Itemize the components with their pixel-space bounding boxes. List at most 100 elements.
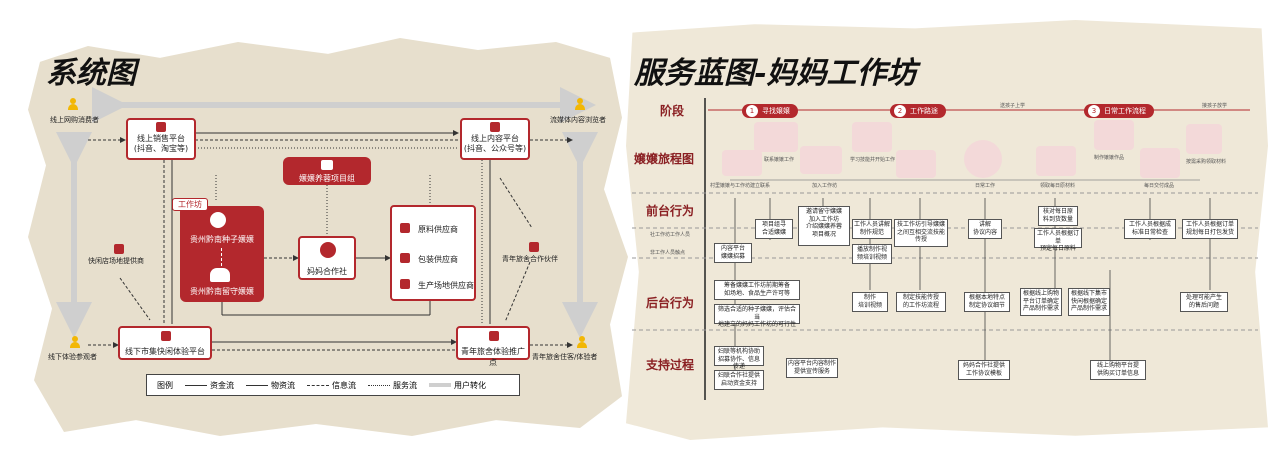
journey-illustration-1 [722,150,762,176]
venue-supplier-label: 生产场地供应商 [418,281,474,290]
legend-goods: 物资流 [246,380,295,391]
journey-illustration-3 [800,146,842,174]
row-label-back: 后台行为 [646,296,695,310]
chef-icon [321,160,333,170]
front-note-2: 项目组寻 合适嬢嬢 [755,219,793,239]
front-note-7: 核对每日原 料到货数量 [1038,206,1078,226]
journey-illustration-4 [852,122,892,152]
group-icon [210,268,230,282]
support-note-2: 妇联合作社提供 启动资金支持 [714,370,764,390]
offline-market-label: 线下市集快闲体验平台 [125,347,205,356]
row-label-front: 前台行为 [646,204,695,218]
front-note-5: 技工作坊引导嬢嬢 之间互相交流技能 传授 [894,219,948,247]
hostel-coop-label: 青年旅舍合作伙伴 [502,255,558,263]
coop-icon [320,242,336,258]
front-note-8: 工作人员根据订单 预定每日原料 [1034,228,1082,252]
hostel-guest-icon [577,336,587,348]
online-content-box: 线上内容平台 (抖音、公众号等) [460,118,530,160]
legend-money: 资金流 [185,380,234,391]
system-diagram-title: 系统图 [46,56,136,91]
journey-caption-4: 学习技能并开始工作 [850,157,896,163]
row-label-support: 支持过程 [646,358,695,372]
mama-icon [210,212,226,228]
left-behind-mama-label: 贵州黔南留守嬢嬢 [190,287,254,296]
offline-market-box: 线下市集快闲体验平台 [118,326,212,360]
legend: 图例 资金流 物资流 信息流 服务流 用户转化 [146,374,520,396]
media-viewer-icon [575,98,585,110]
online-content-label: 线上内容平台 (抖音、公众号等) [463,134,527,153]
journey-illustration-5 [896,150,936,178]
journey-illustration-6 [964,140,1002,178]
support-note-1: 妇联等机构协助 招募协作、信息传递 [714,346,764,370]
row-label-stage: 阶段 [660,104,685,118]
project-group-label: 嬢嬢养蓉项目组 [299,174,355,183]
online-consumer-label: 线上网购消费者 [50,116,99,124]
legend-service: 服务流 [368,380,417,391]
front-note-3: 邀请留守嬢嬢 加入工作坊 介绍嬢嬢养蓉 项目概况 [798,206,850,246]
house-icon [400,279,410,289]
legend-user: 用户转化 [429,380,486,391]
front-note-9: 工作人员根据成 标准日常检查 [1124,219,1176,239]
journey-caption-8: 每日交付成品 [1144,183,1175,189]
online-consumer-icon [68,98,78,110]
front-note-1: 内容平台 嬢嬢招募 [714,243,752,263]
legend-title: 图例 [157,380,173,390]
coop-label: 妈妈合作社 [307,267,347,276]
material-icon [400,223,410,233]
journey-caption-2: 联系嬢嬢工作 [764,157,795,163]
hostel-guest-label: 青年旅舍住客/体验者 [532,353,598,361]
online-sales-label: 线上销售平台 (抖音、淘宝等) [133,134,189,153]
lane-note-1: 社工作坊工作人员 [650,232,691,238]
row-label-journey: 嬢嬢旅程图 [634,152,695,166]
journey-illustration-7 [1036,146,1076,176]
factory-icon [400,253,410,263]
journey-illustration-10 [1186,124,1222,154]
hostel-coop-icon [529,236,539,255]
journey-caption-3: 加入工作坊 [812,183,838,189]
back-note-6: 根据线上购物 平台订单确定 产品制作需求 [1020,288,1062,316]
stage-note-a: 送孩子上学 [1000,103,1026,109]
suppliers-box: 原料供应商 包装供应商 生产场地供应商 [390,205,476,301]
phone-icon [156,122,166,132]
blueprint-title: 服务蓝图-妈妈工作坊 [634,56,917,91]
journey-caption-1: 村里嬢嬢与工作坊建立联系 [710,183,771,189]
support-note-4: 妈妈合作社提供 工作协议模板 [958,360,1010,380]
market-icon [161,331,171,341]
back-note-2: 筛选合适的种子嬢嬢，评估合当 地建立的妈妈工作坊的可行性 [714,304,800,328]
lane-note-2: 非工作人员触点 [650,250,686,256]
support-note-3: 内容平台内容制作 提供宣传服务 [786,358,838,378]
media-viewer-label: 流媒体内容浏览者 [550,116,606,124]
offline-visitor-icon [70,336,80,348]
video-icon [490,122,500,132]
workshop-box: 贵州黔南种子嬢嬢 贵州黔南留守嬢嬢 [180,206,264,302]
workshop-connector [221,248,222,266]
front-note-10: 工作人员根据订单 规划每日打包发货 [1182,219,1238,239]
journey-illustration-2 [754,122,798,152]
legend-info: 信息流 [307,380,356,391]
journey-illustration-9 [1140,148,1180,178]
journey-caption-5: 日常工作 [975,183,996,189]
back-note-5: 根据本地特点 制定协议细节 [964,292,1010,312]
hostel-icon [489,331,499,341]
seed-mama-label: 贵州黔南种子嬢嬢 [190,235,254,244]
front-note-6: 讲解 协议内容 [968,219,1002,239]
back-note-8: 处理可能产生 的售后问题 [1180,292,1228,312]
hostel-spot-label: 青年旅舍体验推广点 [461,347,525,367]
back-note-7: 根据线下集市 快闲根据确定 产品制作需求 [1068,288,1110,316]
journey-caption-9: 按需采购领取材料 [1186,159,1227,165]
project-group-box: 嬢嬢养蓉项目组 [283,157,371,185]
stage-note-b: 接孩子放学 [1202,103,1228,109]
back-note-3: 制作 培训视频 [852,292,888,312]
online-sales-box: 线上销售平台 (抖音、淘宝等) [126,118,196,160]
front-note-4: 工作人员讲解 制作规范 [852,219,892,239]
offline-visitor-label: 线下体验参观者 [48,353,97,361]
front-note-11: 播放制作视 频培训视频 [852,244,892,264]
journey-caption-7: 制作嬢嬢作品 [1094,155,1125,161]
back-note-1: 筹备嬢嬢工作坊前期筹备 如场地、食品生产许可等 [714,280,800,300]
workshop-tag: 工作坊 [172,198,208,211]
idle-shop-label: 快闲店场地提供商 [88,257,144,265]
hostel-spot-box: 青年旅舍体验推广点 [456,326,530,367]
support-note-5: 线上购物平台提 供购买订单信息 [1090,360,1146,380]
